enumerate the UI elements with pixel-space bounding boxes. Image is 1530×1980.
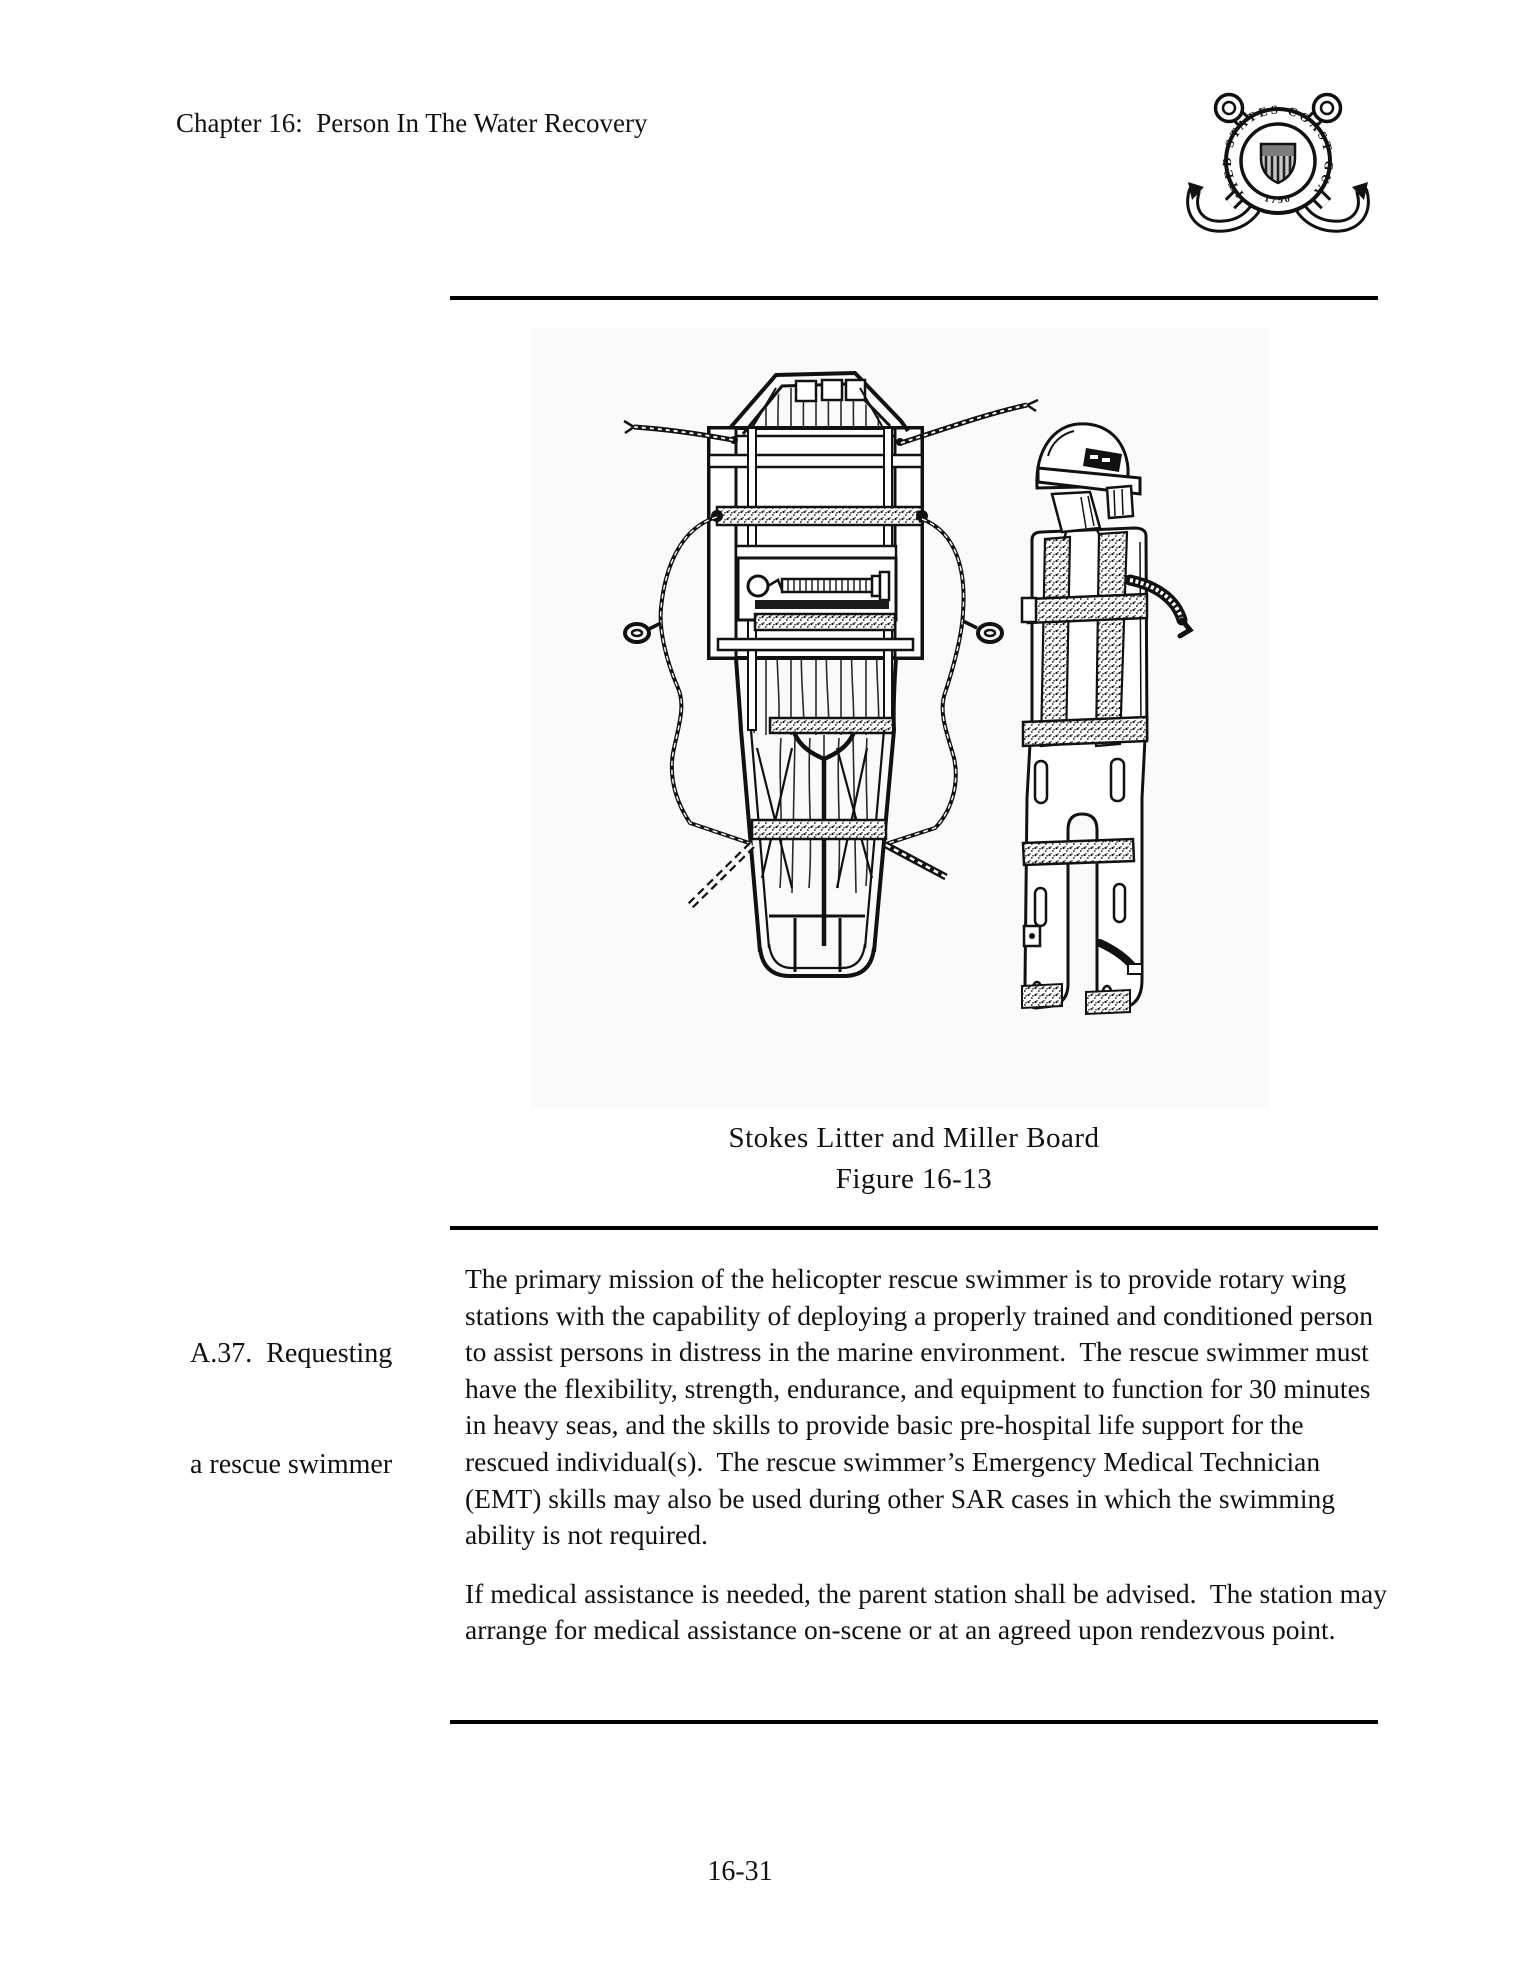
board-hip-strap xyxy=(1021,715,1149,748)
section-label-line2: a rescue swimmer xyxy=(190,1449,393,1480)
body-paragraph: If medical assistance is needed, the par… xyxy=(465,1577,1394,1646)
divider-top xyxy=(450,296,1378,300)
logo-year-text: 1790 xyxy=(1263,193,1293,206)
figure-image xyxy=(530,328,1270,1108)
litter-top-ropes xyxy=(623,398,1039,446)
board-right-strap xyxy=(1094,530,1129,748)
figure-caption-title: Stokes Litter and Miller Board xyxy=(728,1122,1100,1154)
chapter-header: Chapter 16: Person In The Water Recovery xyxy=(176,108,648,138)
divider-middle xyxy=(450,1226,1378,1230)
board-left-strap xyxy=(1039,535,1072,748)
figure-caption-number: Figure 16-13 xyxy=(835,1163,993,1195)
board-chest-strap xyxy=(1026,592,1149,625)
board-right-foot-strap xyxy=(1085,988,1131,1016)
logo-ring: UNITED STATES COAST GUARD 1790 xyxy=(1158,68,1333,215)
logo-shield-icon xyxy=(1259,142,1297,185)
board-left-foot-strap xyxy=(1021,982,1063,1010)
litter-upper-strap xyxy=(715,505,924,527)
section-label-line1: A.37. Requesting xyxy=(190,1338,393,1369)
litter-basket xyxy=(734,657,898,978)
miller-board-illustration xyxy=(1020,422,1194,1016)
divider-bottom xyxy=(450,1720,1378,1724)
stokes-litter-illustration xyxy=(623,370,1039,978)
section-label: A.37. Requesting a rescue swimmer xyxy=(190,1261,460,1557)
uscg-logo: UNITED STATES COAST GUARD 1790 xyxy=(1158,68,1370,233)
litter-mid-strap xyxy=(753,612,897,632)
litter-bridle-ropes xyxy=(623,515,1004,846)
page-number: 16-31 xyxy=(707,1856,773,1887)
section-body: The primary mission of the helicopter re… xyxy=(465,1261,1390,1649)
body-paragraph: The primary mission of the helicopter re… xyxy=(465,1263,1380,1551)
figure-caption: Stokes Litter and Miller Board Figure 16… xyxy=(450,1118,1378,1200)
litter-turnbuckle xyxy=(736,556,898,622)
board-head-immobilizer xyxy=(1035,422,1142,541)
litter-trail-lines xyxy=(685,841,948,911)
stokes-litter-miller-board-drawing xyxy=(623,370,1194,1016)
board-knee-strap xyxy=(1021,837,1136,867)
